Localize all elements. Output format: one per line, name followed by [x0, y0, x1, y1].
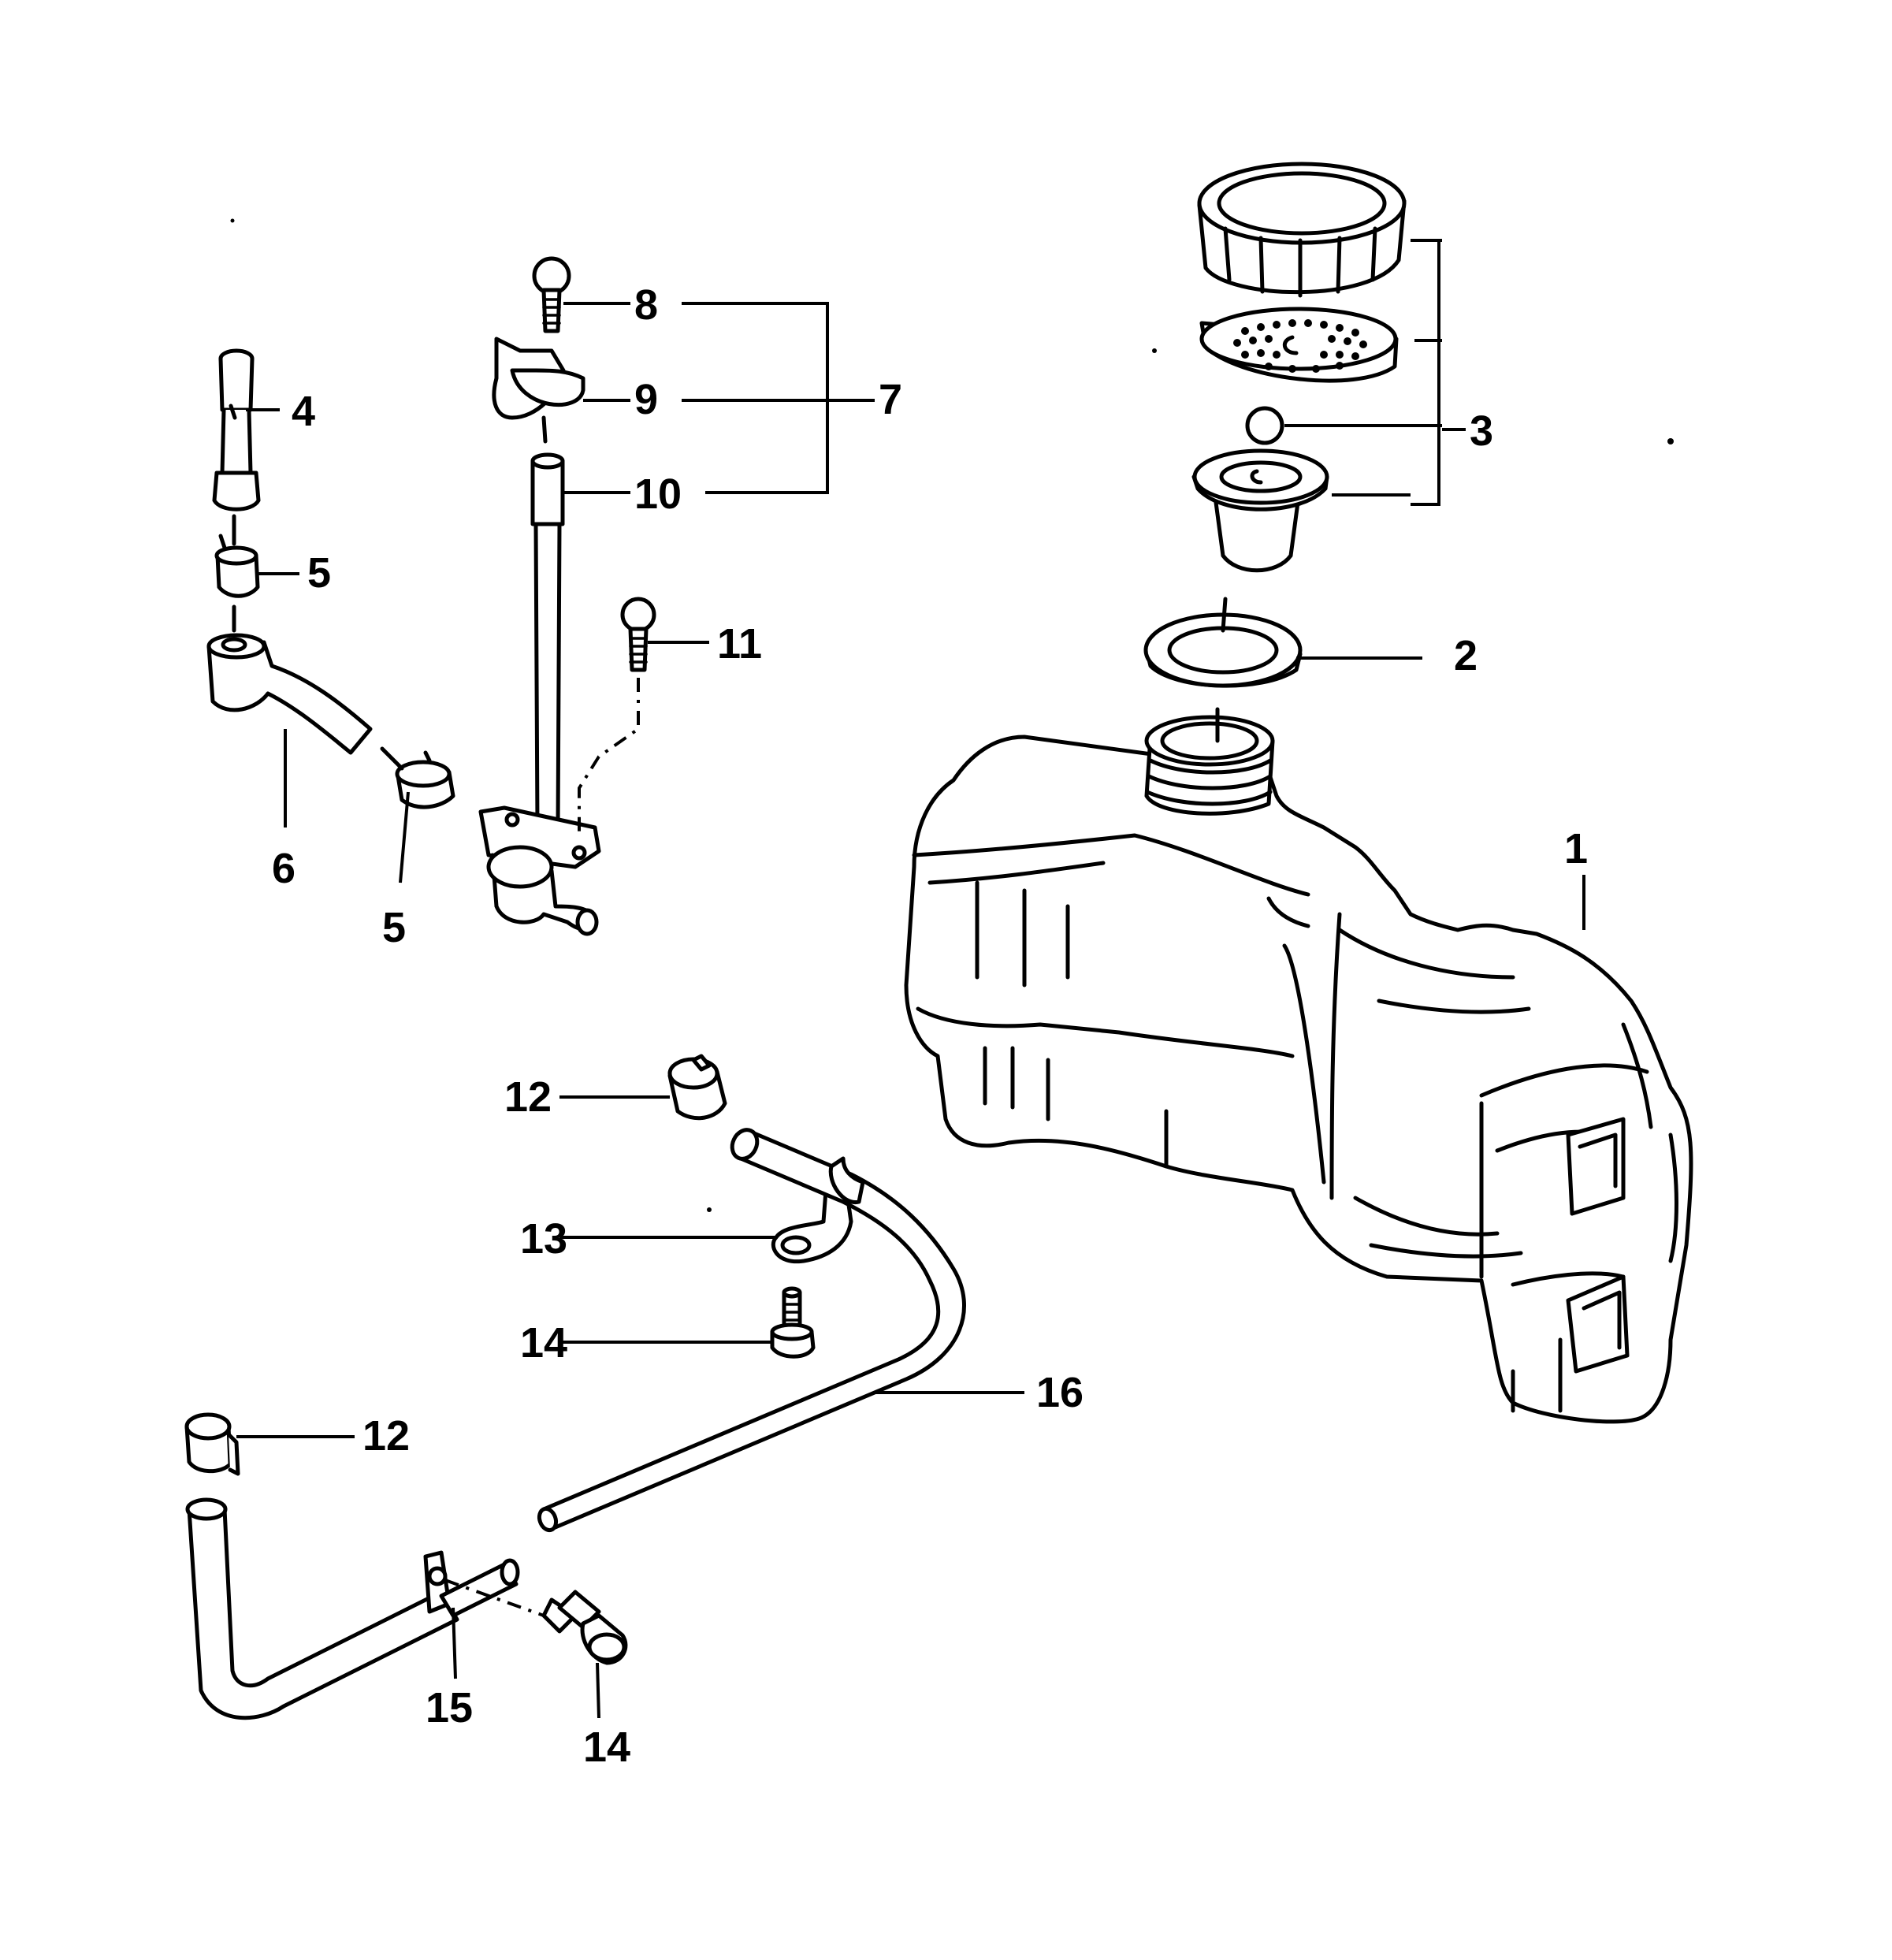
- callout-12-lower: 12: [362, 1412, 410, 1460]
- callout-9: 9: [634, 376, 658, 423]
- callout-11: 11: [717, 620, 762, 668]
- callout-10: 10: [634, 470, 682, 518]
- callout-2: 2: [1454, 632, 1478, 679]
- callout-13: 13: [520, 1215, 567, 1263]
- mesh-hatch: [1233, 319, 1367, 373]
- hose-clip-lower-part: [184, 1412, 240, 1476]
- scan-specks: [707, 348, 1674, 1212]
- hose-clamp-lower-part: [395, 750, 455, 809]
- leader-lines: [236, 302, 1585, 1719]
- bolt-upper-part: [770, 1286, 816, 1359]
- lower-vent-hose-part: [185, 1497, 520, 1720]
- fuel-cock-assembly-part: [478, 256, 656, 936]
- callout-6: 6: [272, 845, 296, 892]
- bolt-lower-part: [541, 1590, 628, 1665]
- callout-14-upper: 14: [520, 1319, 567, 1367]
- callout-3: 3: [1470, 407, 1493, 455]
- filler-gasket-part: [1143, 597, 1303, 743]
- callout-15: 15: [426, 1684, 473, 1731]
- callout-5-upper: 5: [307, 549, 331, 597]
- callout-7: 7: [879, 376, 902, 423]
- hose-clip-upper-part: [667, 1054, 727, 1121]
- fuel-pickup-filter-part: [212, 218, 261, 546]
- callout-numbers: 1 2 3 4 5 5 6 7 8 9 10 11 12 12 13 14 14…: [272, 281, 1588, 1771]
- callout-14-lower: 14: [583, 1724, 630, 1771]
- callout-4: 4: [292, 388, 315, 435]
- callout-8: 8: [634, 281, 658, 329]
- fuel-tank-part: [904, 715, 1693, 1424]
- screw-alignment-line: [578, 678, 640, 835]
- hose-clamp-upper-part: [214, 534, 260, 633]
- callout-5-lower: 5: [382, 904, 406, 951]
- callout-12-upper: 12: [504, 1073, 552, 1121]
- fuel-cap-assembly-part: [1191, 162, 1466, 573]
- callout-1: 1: [1564, 825, 1588, 872]
- callout-16: 16: [1036, 1369, 1084, 1416]
- fuel-hose-part: [206, 633, 404, 771]
- vent-hose-part: [537, 1128, 966, 1533]
